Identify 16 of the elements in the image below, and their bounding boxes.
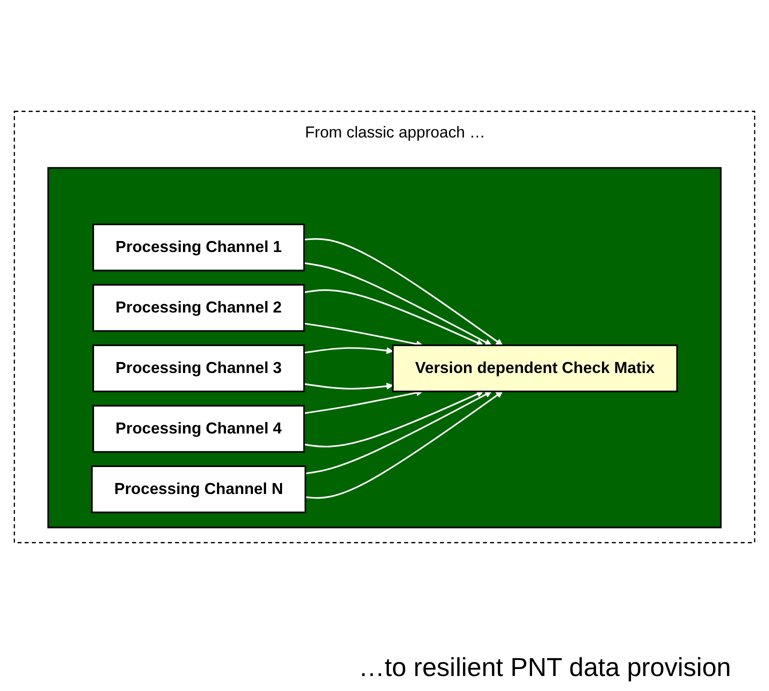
arrow <box>304 347 394 354</box>
arrow <box>305 391 503 499</box>
arrow <box>305 391 492 474</box>
cluster <box>47 167 722 528</box>
arrow <box>304 238 503 346</box>
note-text: …to resilient PNT data provision <box>358 652 731 683</box>
arrow <box>304 382 394 390</box>
arrow <box>304 390 484 448</box>
node-box: Processing Channel 4 <box>92 404 305 453</box>
node-box: Processing Channel 3 <box>92 344 305 392</box>
arrow <box>304 262 492 346</box>
arrow <box>304 289 484 346</box>
node-box: Version dependent Check Matix <box>392 344 678 392</box>
node-box: Processing Channel N <box>91 465 306 514</box>
node-box: Processing Channel 1 <box>92 224 305 272</box>
node-box: Processing Channel 2 <box>92 284 305 332</box>
